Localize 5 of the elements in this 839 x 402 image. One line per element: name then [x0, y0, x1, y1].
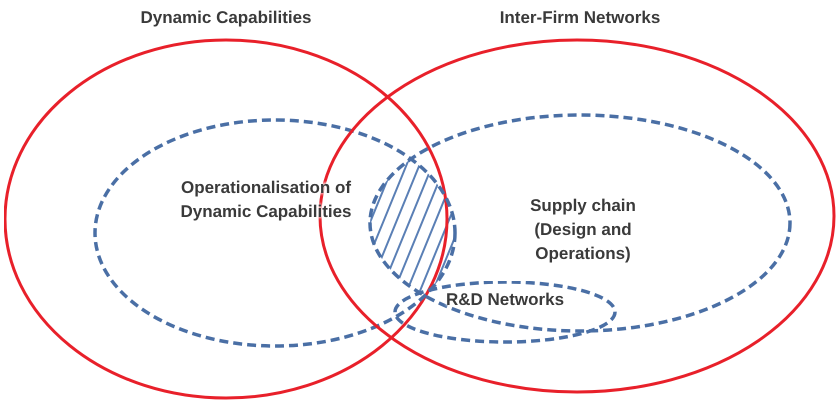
set-label: R&D Networks	[444, 289, 566, 311]
set-ellipse	[368, 113, 792, 333]
set-title: Inter-Firm Networks	[498, 7, 662, 29]
set-title: Dynamic Capabilities	[139, 7, 312, 29]
set-label: Supply chain (Design and Operations)	[529, 195, 637, 265]
